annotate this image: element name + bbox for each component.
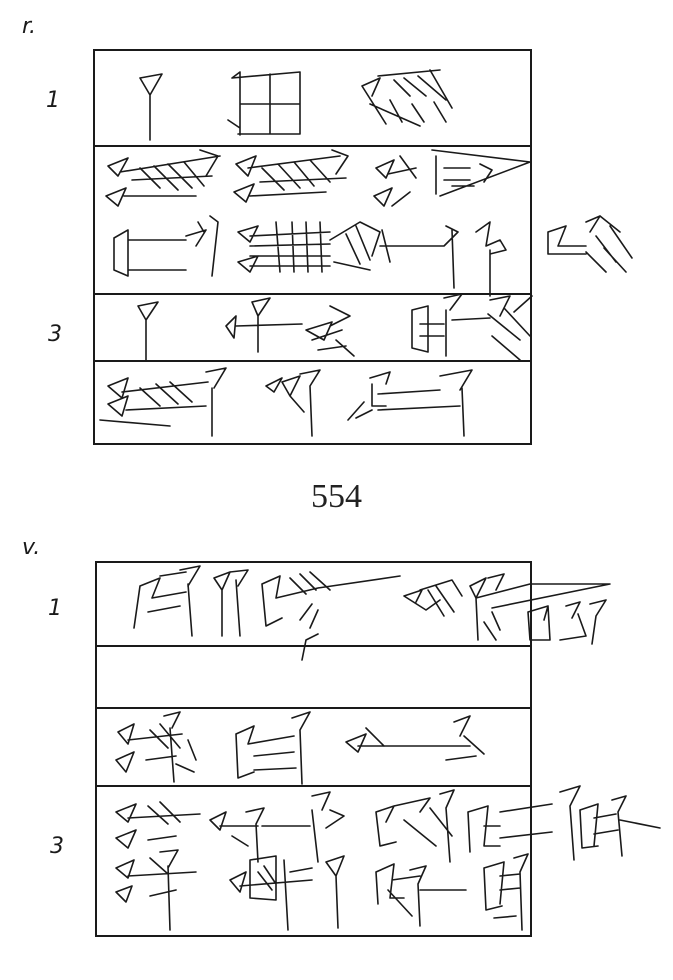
reverse-tablet xyxy=(95,561,661,937)
obverse-tablet xyxy=(93,49,633,445)
reverse-line-4-signs xyxy=(115,849,529,931)
obverse-line-number-1: 1 xyxy=(46,88,60,113)
reverse-line-number-1: 1 xyxy=(48,596,62,621)
obverse-line-1-signs xyxy=(139,69,453,141)
obverse-line-number-3: 3 xyxy=(48,322,62,347)
reverse-frame xyxy=(95,561,532,937)
obverse-line-3-signs xyxy=(137,293,533,361)
obverse-side-label: r. xyxy=(22,14,37,39)
obverse-line-4-signs xyxy=(99,367,473,437)
obverse-line-2-signs xyxy=(105,149,633,297)
reverse-line-3-signs xyxy=(115,785,661,863)
reverse-line-2-signs xyxy=(115,711,485,785)
obverse-frame xyxy=(93,49,532,445)
tablet-number: 554 xyxy=(311,478,362,515)
reverse-line-1-signs xyxy=(133,565,611,661)
reverse-side-label: v. xyxy=(22,535,41,560)
reverse-line-number-3: 3 xyxy=(50,834,64,859)
